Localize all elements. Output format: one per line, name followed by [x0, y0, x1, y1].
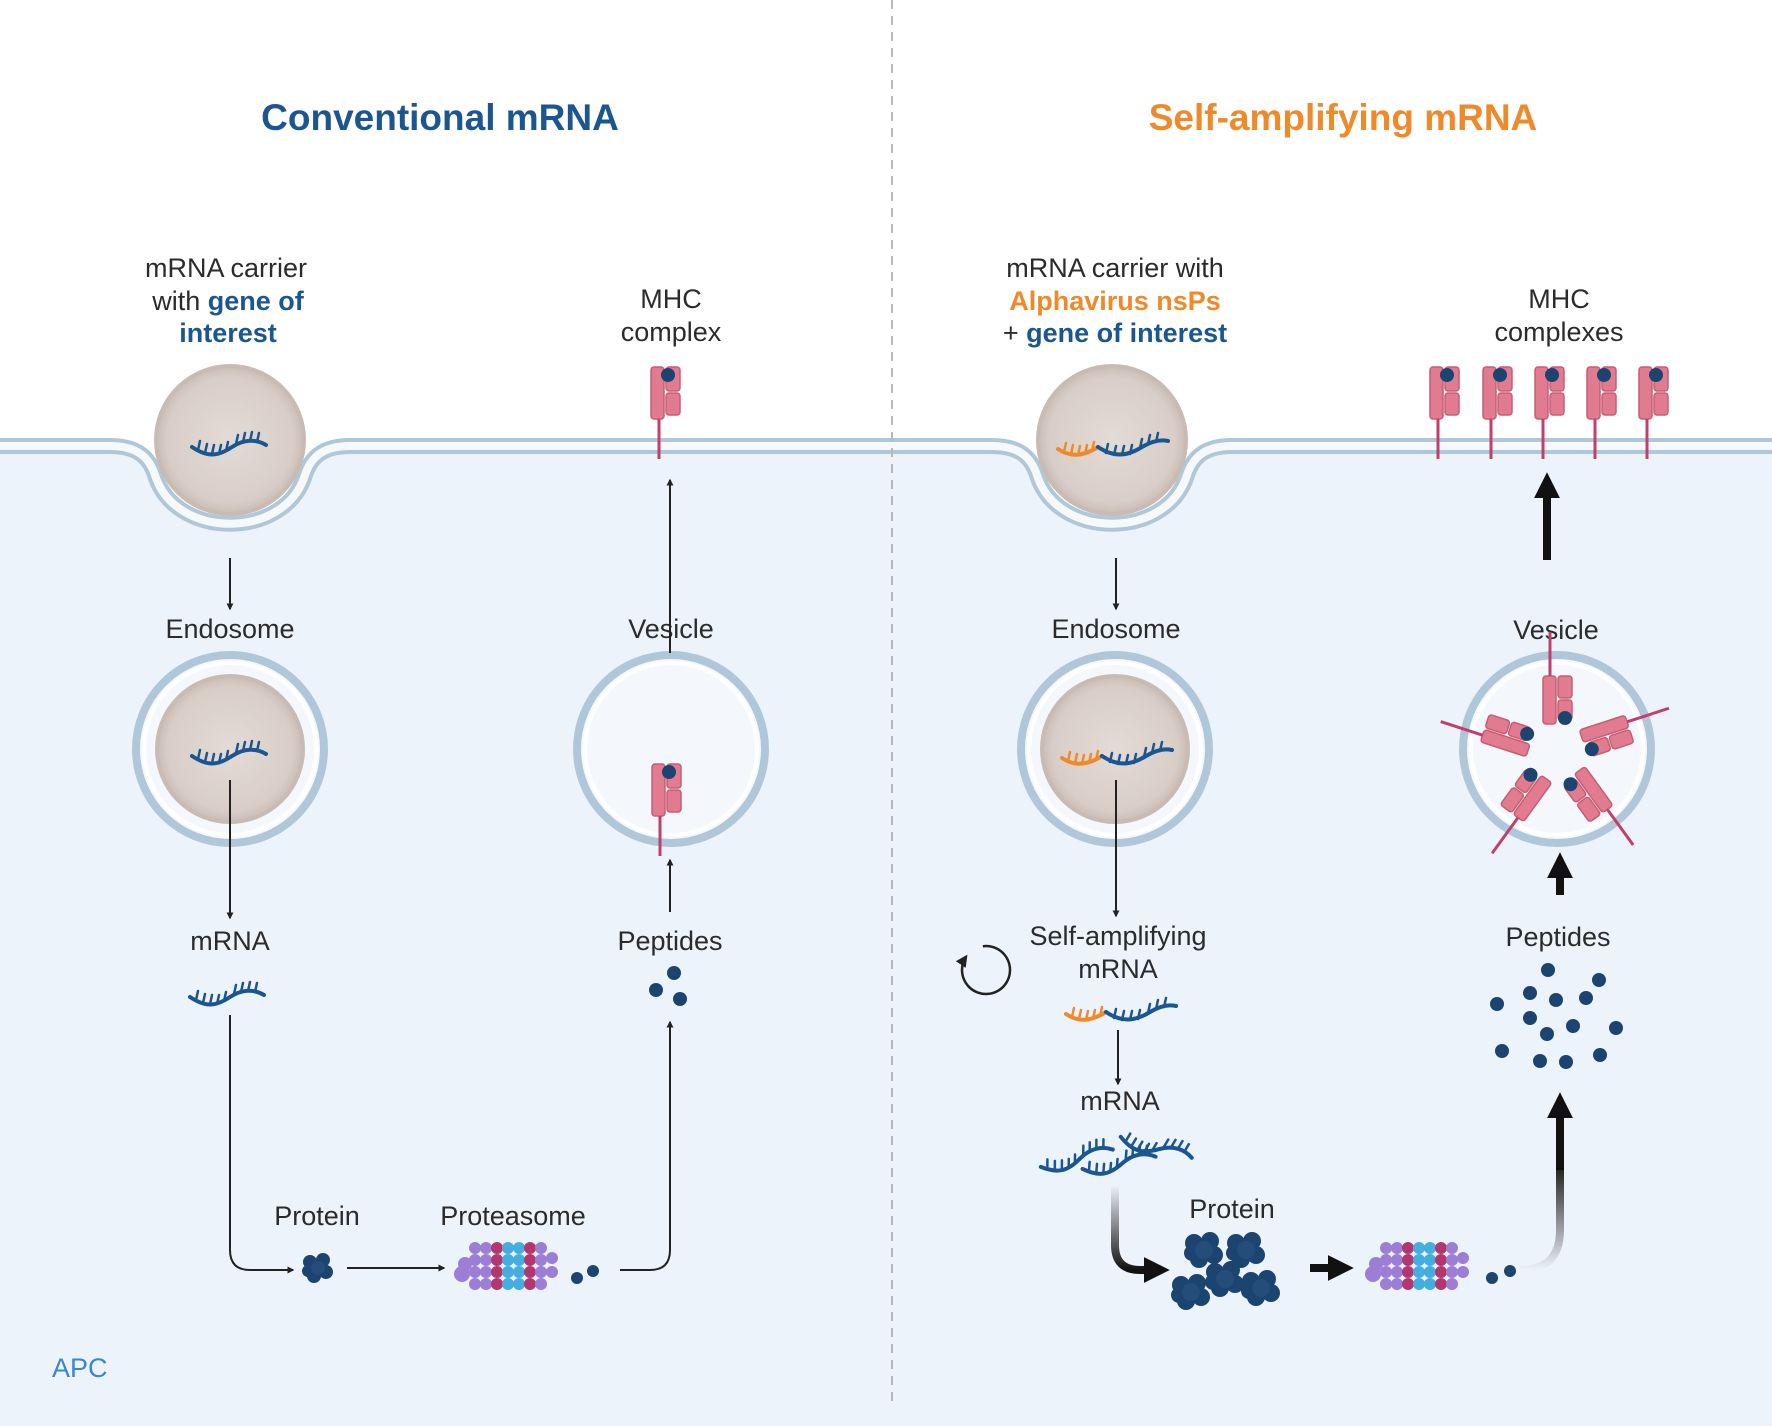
- right-carrier-label: mRNA carrier with Alphavirus nsPs + gene…: [1003, 253, 1227, 348]
- right-mhc-complex-icon-2: [1482, 366, 1513, 459]
- right-mhc-complex-icon-1: [1429, 366, 1460, 459]
- right-free-samrna-icon: [1064, 996, 1178, 1022]
- left-carrier-label-gene: gene of: [208, 286, 305, 316]
- vesicle-mhc-icon-5: [1440, 714, 1535, 757]
- vesicle-mhc-icon-1: [1542, 632, 1573, 725]
- right-endosome: [1017, 651, 1213, 847]
- left-panel-title: Conventional mRNA: [261, 97, 619, 138]
- right-peptides-label: Peptides: [1505, 922, 1610, 952]
- left-carrier-label-line2: with gene of: [151, 286, 305, 316]
- right-vesicle: [1459, 651, 1655, 847]
- left-mhc-label-line2: complex: [621, 317, 722, 347]
- right-peptides-icon: [1490, 963, 1623, 1069]
- vesicle-mhc-icon-2: [1579, 706, 1670, 757]
- right-protein-label: Protein: [1189, 1194, 1275, 1224]
- right-mrna-label: mRNA: [1080, 1086, 1160, 1116]
- left-lnp-carrier: [154, 364, 306, 516]
- right-lnp-carrier: [1036, 364, 1188, 516]
- right-carrier-label-line3: + gene of interest: [1003, 318, 1227, 348]
- cell-cytoplasm: [0, 446, 1772, 1426]
- apc-label: APC: [52, 1353, 108, 1383]
- left-carrier-label-interest: interest: [179, 318, 277, 348]
- left-peptides-icon: [649, 966, 687, 1006]
- right-proteasome-icon: [1365, 1242, 1516, 1290]
- right-vesicle-mhc-complexes: [1440, 632, 1670, 855]
- right-carrier-label-gene: gene of interest: [1026, 318, 1227, 348]
- left-carrier-label-with: with: [151, 286, 208, 316]
- left-carrier-mrna-icon: [190, 430, 268, 457]
- vesicle-mhc-icon-4: [1490, 767, 1552, 855]
- left-peptides-label: Peptides: [617, 926, 722, 956]
- right-mhc-label-line2: complexes: [1494, 317, 1623, 347]
- right-carrier-label-nsps: Alphavirus nsPs: [1009, 286, 1221, 316]
- left-free-mrna-icon: [188, 980, 266, 1007]
- right-carrier-label-line1: mRNA carrier with: [1006, 253, 1224, 283]
- right-mhc-complex-icon-4: [1586, 366, 1617, 459]
- right-carrier-label-plus: +: [1003, 318, 1026, 348]
- vesicle-mhc-icon-3: [1563, 766, 1635, 846]
- right-endosome-samrna-icon: [1060, 740, 1174, 766]
- left-carrier-label-line1: mRNA carrier: [145, 253, 307, 283]
- left-arrow-proteasome-to-peptides: [620, 1020, 674, 1271]
- right-mhc-complex-icon-5: [1638, 366, 1669, 459]
- left-mhc-complex-icon: [650, 366, 681, 459]
- left-protein-label: Protein: [274, 1201, 360, 1231]
- left-mrna-label: mRNA: [190, 926, 270, 956]
- right-carrier-samrna-icon: [1056, 431, 1170, 457]
- right-self-amp-label-line1: Self-amplifying: [1029, 921, 1206, 951]
- left-endosome-label: Endosome: [165, 614, 294, 644]
- left-proteasome-icon: [454, 1242, 599, 1290]
- left-carrier-label: mRNA carrier with gene of interest: [145, 253, 307, 348]
- left-endosome-mrna-icon: [190, 739, 268, 766]
- cell-membrane-core: [0, 442, 1772, 528]
- right-panel-title: Self-amplifying mRNA: [1149, 97, 1538, 138]
- left-protein-icon: [302, 1253, 333, 1283]
- right-arrow-mrna-to-protein: [1111, 1185, 1150, 1274]
- right-endosome-label: Endosome: [1051, 614, 1180, 644]
- left-mhc-label-line1: MHC: [640, 284, 702, 314]
- right-mrna-strands-icon: [1038, 1132, 1194, 1176]
- left-endosome: [132, 651, 328, 847]
- left-vesicle-mhc-icon: [651, 763, 682, 856]
- left-arrow-mrna-to-protein: [229, 1015, 295, 1274]
- right-vesicle-label: Vesicle: [1513, 615, 1599, 645]
- right-self-amp-label-line2: mRNA: [1078, 954, 1158, 984]
- right-arrow-proteasome-to-peptides-tail: [1519, 1160, 1564, 1274]
- right-mhc-label-line1: MHC: [1528, 284, 1590, 314]
- left-vesicle: [573, 651, 769, 847]
- right-protein-cluster-icon: [1171, 1232, 1280, 1310]
- right-mhc-complex-icon-3: [1534, 366, 1565, 459]
- cycle-arrow-icon: [955, 944, 1012, 996]
- left-proteasome-label: Proteasome: [440, 1201, 586, 1231]
